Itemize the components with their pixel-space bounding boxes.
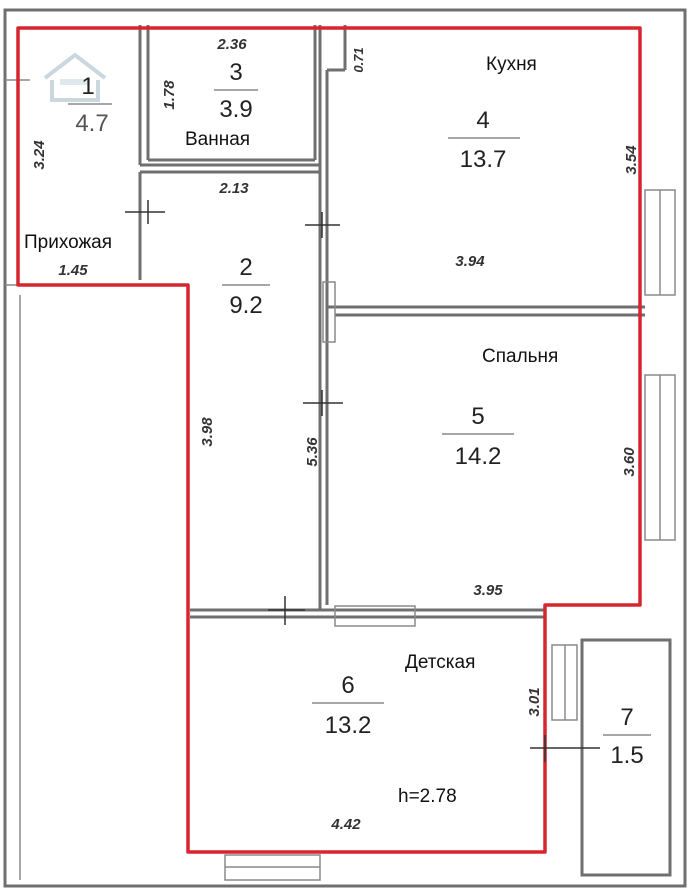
room-7-area: 1.5 [610,742,643,769]
room-6-area: 13.2 [325,712,372,739]
room-5-label: Спальня [482,346,558,367]
dimension-4-42: 4.42 [330,816,361,833]
room-4-number: 4 [476,107,489,134]
room-6-label: Детская [405,652,475,673]
building-walls [3,8,687,888]
room-4-area: 13.7 [460,146,507,173]
dimension-5-36: 5.36 [304,437,321,467]
room-4-label: Кухня [486,54,537,75]
room-1-number: 1 [81,73,94,100]
dimension-3-95: 3.95 [473,582,503,599]
apartment-outline [16,26,642,854]
room-5-area: 14.2 [455,443,502,470]
dimension-3-60: 3.60 [621,447,638,477]
room-2-area: 9.2 [229,292,262,319]
dimension-3-54: 3.54 [623,145,640,175]
room-3-number: 3 [229,59,242,86]
room-6-number: 6 [341,672,354,699]
room-3-area: 3.9 [219,96,252,123]
room-3-label: Ванная [185,129,250,150]
dimension-ticks [125,200,600,762]
dimension-3-98: 3.98 [199,417,216,447]
dimension-1-78: 1.78 [161,80,178,110]
room-1-area: 4.7 [75,110,108,137]
room-5-number: 5 [471,403,484,430]
dimension-3-01: 3.01 [526,687,543,716]
dimension-2-13: 2.13 [218,180,249,197]
ceiling-height: h=2.78 [398,786,457,807]
room-7-number: 7 [620,704,633,731]
room-2-number: 2 [239,254,252,281]
dimension-0-71: 0.71 [351,47,366,72]
dimension-1-45: 1.45 [58,262,88,279]
room-1-label: Прихожая [24,232,112,253]
dimension-2-36: 2.36 [216,36,247,53]
dimension-3-24: 3.24 [31,140,48,170]
house-logo-icon [43,52,107,102]
dimension-3-94: 3.94 [455,253,485,270]
